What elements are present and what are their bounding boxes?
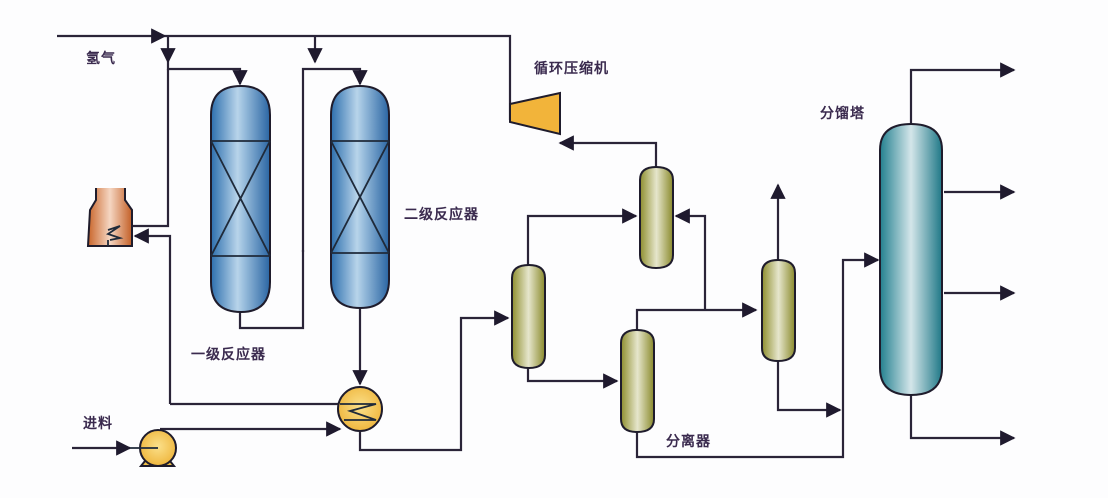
separator-4 (761, 258, 796, 363)
hydrogen-label: 氢气 (86, 51, 116, 67)
reactor1-feed-line (166, 62, 248, 86)
hydrogen-header (165, 34, 512, 112)
fractionator-label: 分馏塔 (820, 106, 865, 122)
feed-pump (130, 429, 177, 467)
sep4-bottom-line (776, 361, 842, 418)
furnace-outlet-line (130, 69, 170, 228)
reactor-2 (330, 84, 390, 310)
sep2-bottom-line (635, 252, 880, 459)
reactor-1 (210, 84, 271, 314)
fractionator-bottom-outlet (909, 395, 1016, 446)
furnace-coil-icon (105, 225, 124, 241)
sep2-overhead-line (635, 302, 758, 330)
fractionator-overhead-outlet (909, 62, 1016, 124)
feed-label: 进料 (83, 416, 113, 432)
reactor2-feed-line (301, 67, 368, 252)
recycle-compressor (509, 91, 561, 136)
separator-2 (620, 328, 655, 434)
heat-exchanger (337, 386, 383, 432)
exchanger-outlet-line (358, 310, 510, 452)
compressor-label: 循环压缩机 (534, 61, 609, 77)
sep1-bottom-line (526, 368, 619, 389)
sep3-overhead-line (558, 135, 658, 167)
furnace-inlet-line (133, 228, 172, 404)
exchanger-coil-icon (340, 403, 377, 421)
sep2-recycle-to-sep3 (674, 208, 707, 310)
separator-3 (639, 165, 674, 270)
reactor1-label: 一级反应器 (191, 347, 266, 363)
reactor1-outlet-line (238, 250, 305, 330)
sep1-overhead-line (526, 208, 638, 265)
fractionation-tower (879, 122, 943, 397)
separator-label: 分离器 (666, 434, 711, 450)
reactor2-label: 二级反应器 (404, 207, 479, 223)
separator-1 (511, 263, 546, 370)
heating-furnace (86, 188, 133, 247)
